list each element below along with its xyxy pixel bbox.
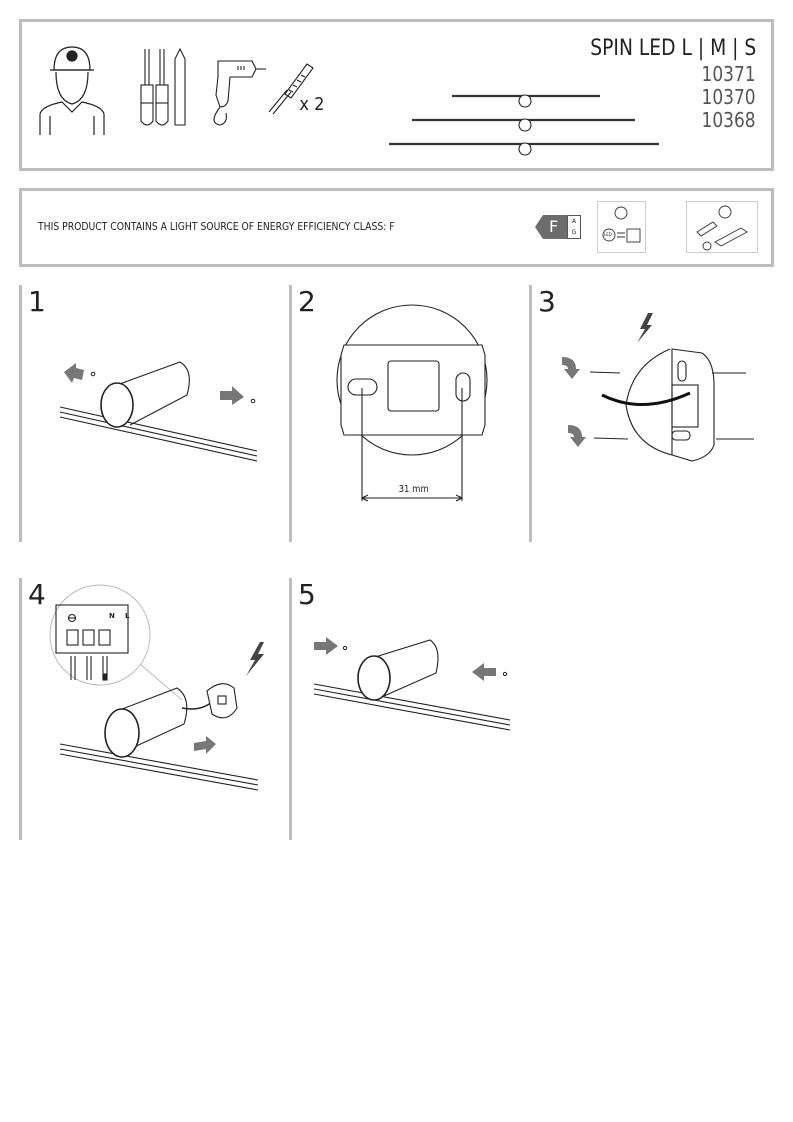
arrow-icon <box>194 736 216 754</box>
electricity-warning-icon <box>246 642 264 676</box>
energy-class-badge: F A G <box>535 215 581 239</box>
mounting-hole-distance: 31 mm <box>398 484 429 495</box>
arrow-icon <box>64 363 244 405</box>
step-1-illustration <box>59 361 258 462</box>
dowel-quantity: x 2 <box>299 94 325 115</box>
energy-label-panel: THIS PRODUCT CONTAINS A LIGHT SOURCE OF … <box>19 188 774 267</box>
led-label: LED <box>604 232 612 237</box>
screwdriver-icon <box>140 47 186 126</box>
electrician-icon <box>39 46 105 135</box>
product-code-large: 10371 <box>701 62 756 86</box>
product-title: SPIN LED L | M | S <box>590 36 756 61</box>
energy-scale-top: A <box>571 218 577 225</box>
drill-icon <box>213 60 266 126</box>
step-2-illustration <box>336 304 488 502</box>
step-3-panel: 3 <box>529 285 782 542</box>
step-number: 1 <box>28 285 46 318</box>
product-code-small: 10368 <box>701 108 756 132</box>
step-5-illustration <box>313 637 511 731</box>
screw-dowel-icon <box>268 63 314 115</box>
step-1-panel: 1 <box>19 285 282 542</box>
step-2-panel: 2 31 mm <box>289 285 522 542</box>
step-number: 5 <box>298 578 316 611</box>
product-code-medium: 10370 <box>701 85 756 109</box>
terminal-label-n: N <box>109 612 115 620</box>
energy-class: F <box>549 217 559 236</box>
lamp-sizes-diagram <box>389 94 659 156</box>
step-number: 3 <box>538 285 556 318</box>
step-number: 2 <box>298 285 316 318</box>
terminal-label-l: L <box>125 612 130 620</box>
energy-scale-bottom: G <box>571 229 577 236</box>
replaceable-control-gear-pictogram <box>686 201 758 253</box>
rotate-icon <box>562 357 586 447</box>
step-3-illustration <box>562 313 754 462</box>
energy-statement: THIS PRODUCT CONTAINS A LIGHT SOURCE OF … <box>38 221 395 233</box>
step-5-panel: 5 <box>289 578 522 840</box>
step-number: 4 <box>28 578 46 611</box>
electricity-warning-icon <box>637 313 653 343</box>
step-4-illustration <box>49 584 264 791</box>
replaceable-light-source-pictogram: LED <box>597 201 646 253</box>
step-4-panel: 4 N L <box>19 578 282 840</box>
arrow-icon <box>314 637 496 681</box>
header-panel: x 2 SPIN LED L | M | S 10371 10370 10368 <box>19 19 774 171</box>
